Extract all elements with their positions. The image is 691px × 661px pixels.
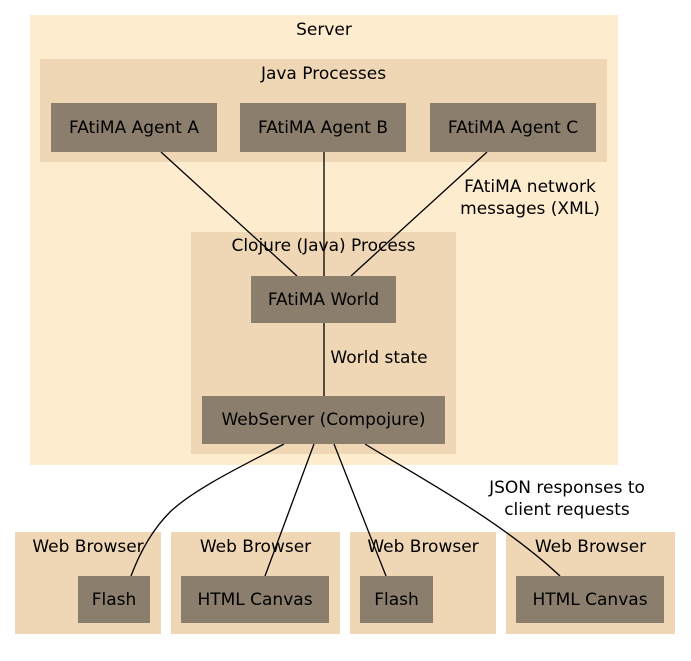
json-responses-label: JSON responses to client requests [474, 477, 660, 521]
agent-b-node: FAtiMA Agent B [240, 103, 406, 152]
web-browser-title: Web Browser [367, 537, 479, 557]
json-responses-label-line2: client requests [504, 500, 630, 520]
java-processes-title: Java Processes [260, 64, 387, 84]
network-messages-label: FAtiMA network messages (XML) [450, 176, 610, 220]
web-browser-title: Web Browser [199, 537, 312, 557]
html-canvas-node: HTML Canvas [516, 576, 664, 623]
clojure-process-title: Clojure (Java) Process [231, 236, 416, 256]
agent-a-node: FAtiMA Agent A [51, 103, 217, 152]
web-browser-title: Web Browser [32, 537, 144, 557]
network-messages-label-line2: messages (XML) [460, 199, 600, 219]
network-messages-label-line1: FAtiMA network [464, 177, 596, 197]
fatima-world-node: FAtiMA World [251, 276, 396, 323]
agent-c-node: FAtiMA Agent C [430, 103, 596, 152]
json-responses-label-line1: JSON responses to [489, 478, 645, 498]
web-browser-title: Web Browser [534, 537, 647, 557]
flash-node: Flash [360, 576, 433, 623]
world-state-label: World state [330, 348, 428, 368]
webserver-node: WebServer (Compojure) [202, 396, 445, 444]
server-title: Server [296, 20, 352, 40]
flash-node: Flash [78, 576, 150, 623]
html-canvas-node: HTML Canvas [181, 576, 329, 623]
